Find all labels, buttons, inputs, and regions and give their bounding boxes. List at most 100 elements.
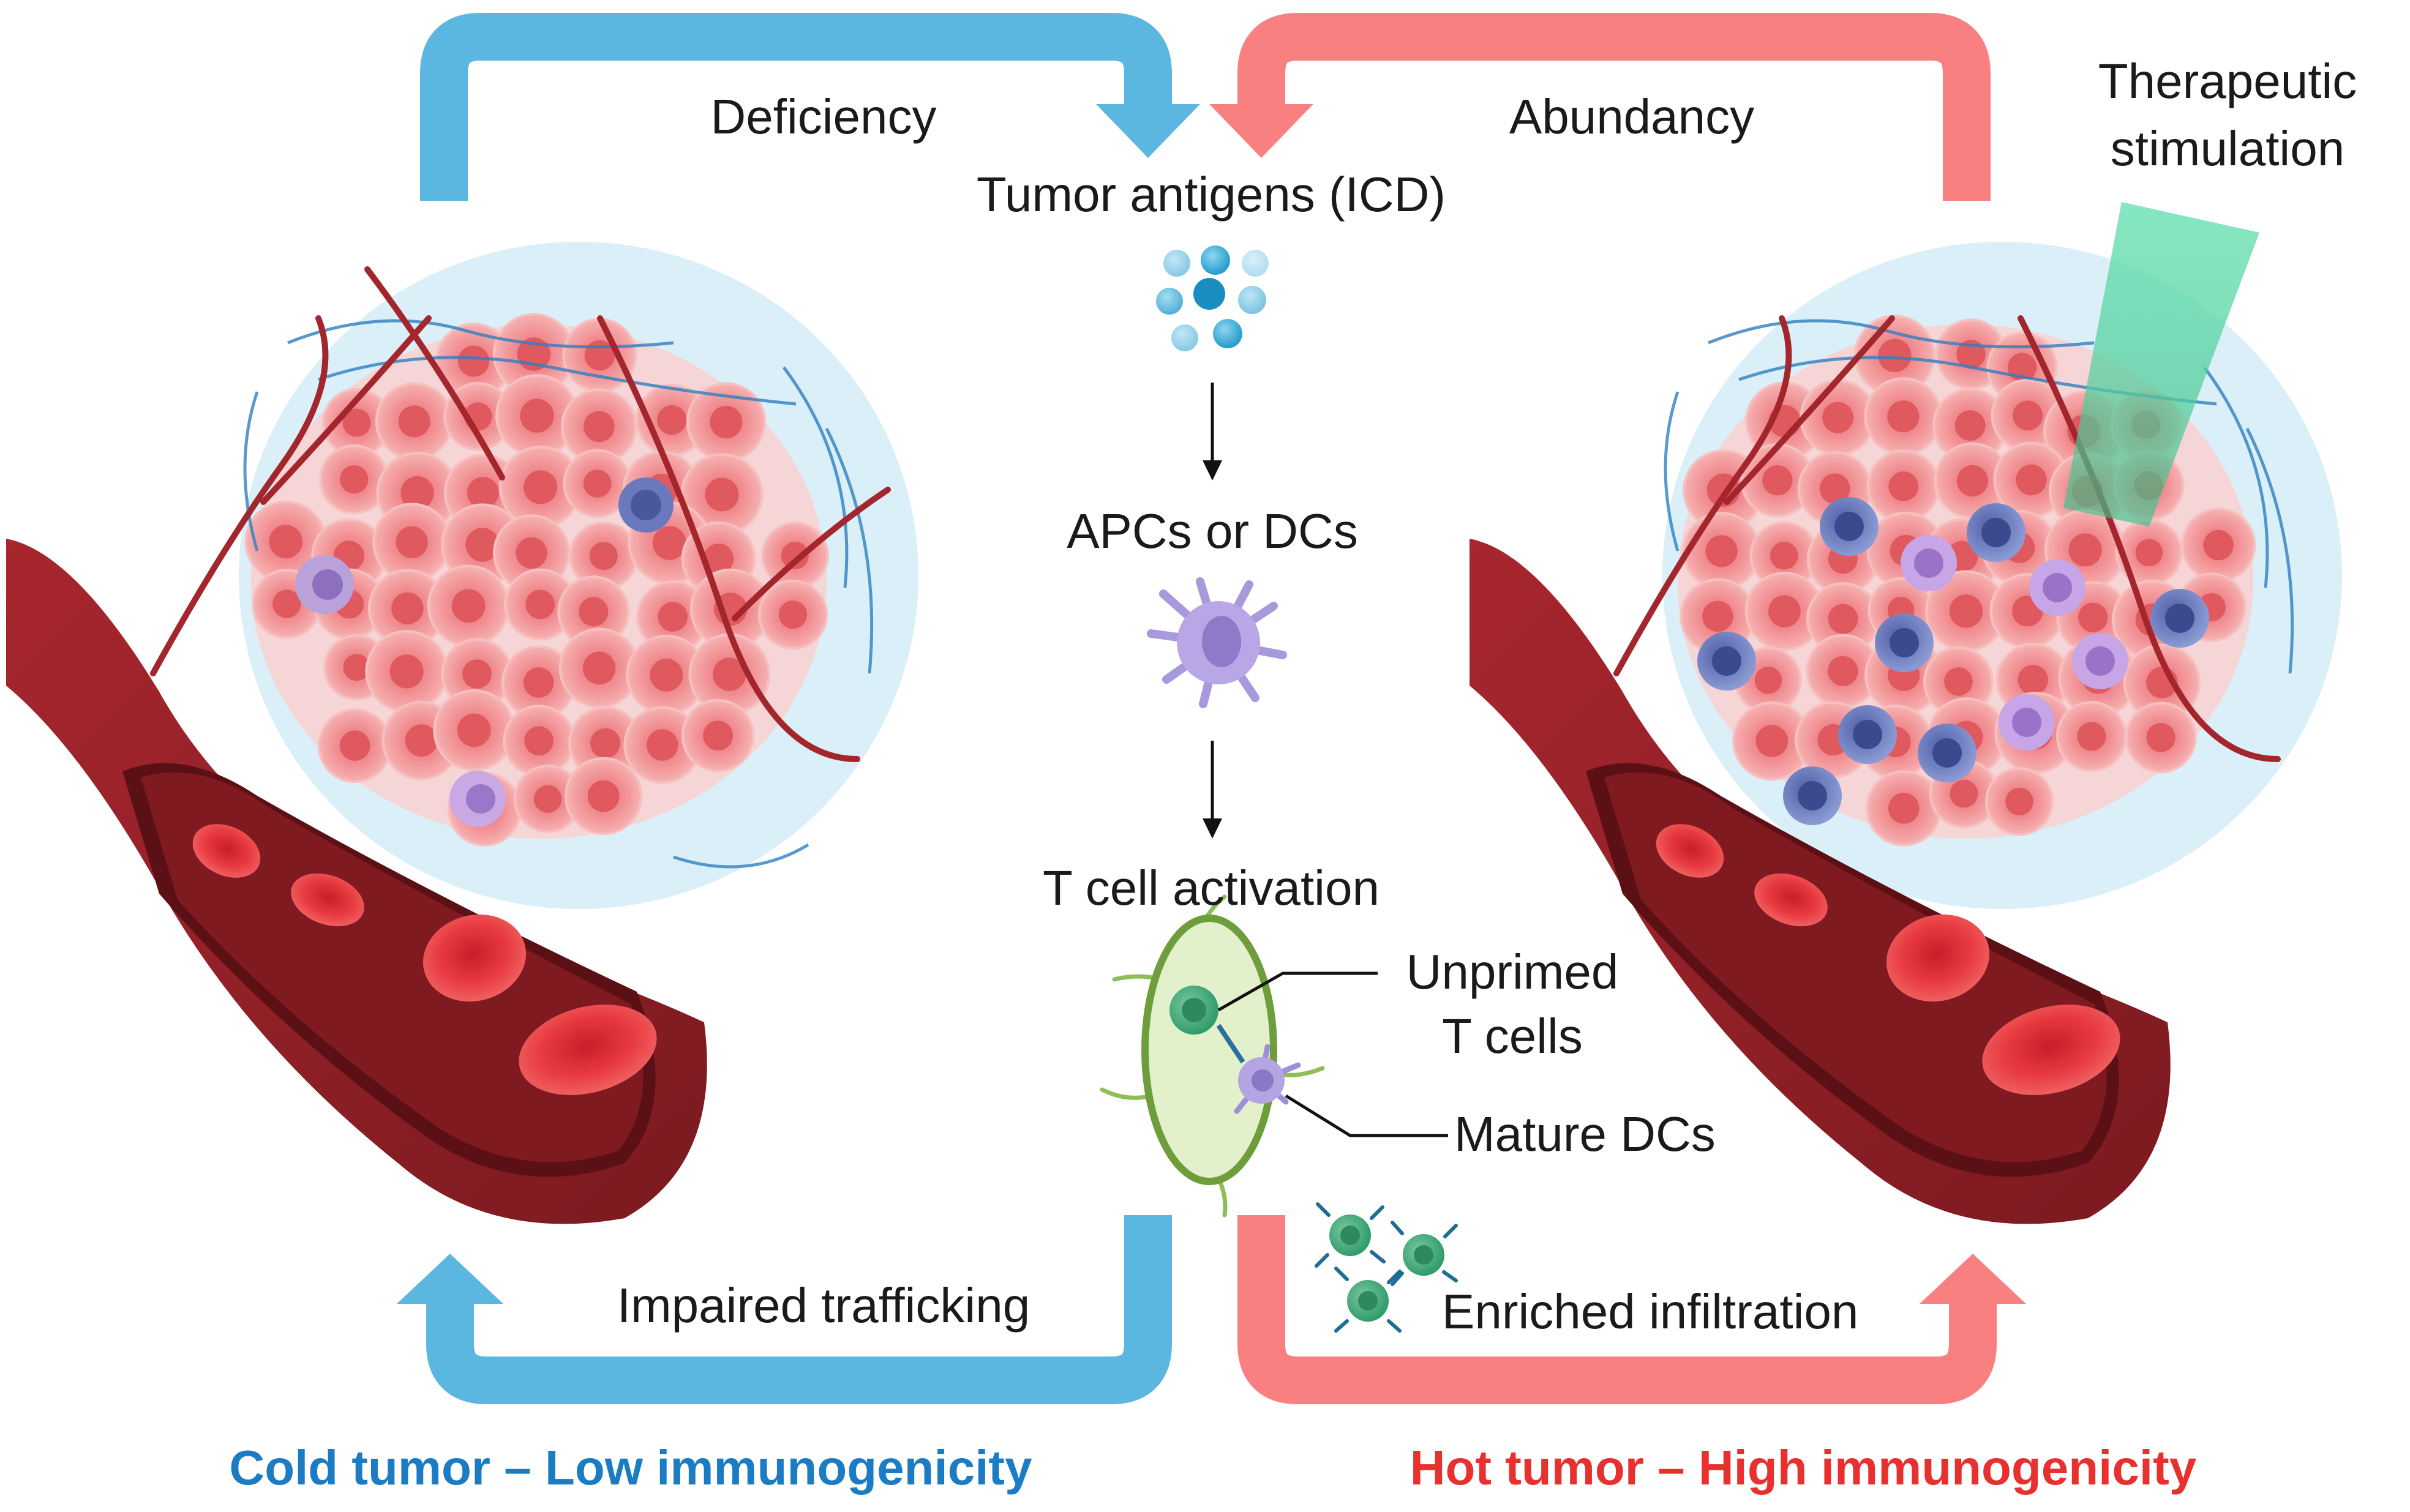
tumor-cell-nucleus xyxy=(1944,667,1973,696)
tumor-cell-nucleus xyxy=(587,780,620,812)
tumor-cell-nucleus xyxy=(2013,400,2043,431)
tumor-cell-nucleus xyxy=(657,405,687,435)
abundancy-arrow xyxy=(1209,13,1991,201)
tumor-cell-nucleus xyxy=(389,654,424,689)
tumor-cell-nucleus xyxy=(582,651,616,685)
immune-cell-nucleus xyxy=(1890,628,1919,657)
immune-cell-nucleus xyxy=(1981,518,2011,547)
enriched-infiltration-label: Enriched infiltration xyxy=(1442,1284,1858,1339)
immune-cell-nucleus xyxy=(1798,781,1827,810)
tumor-cell-nucleus xyxy=(584,411,615,443)
tumor-cell-nucleus xyxy=(1887,400,1920,433)
tumor-cell-nucleus xyxy=(467,477,499,509)
tumor-cell-nucleus xyxy=(2146,723,2175,752)
tumor-cell-nucleus xyxy=(524,470,558,504)
tumor-cell-nucleus xyxy=(520,399,554,433)
tumor-cell-nucleus xyxy=(778,601,808,629)
tumor-cell-nucleus xyxy=(579,597,609,627)
abundancy-label: Abundancy xyxy=(1509,89,1754,144)
tumor-cell-nucleus xyxy=(525,589,555,619)
tumor-cell-nucleus xyxy=(647,729,678,761)
lymph-node-icon xyxy=(1100,894,1325,1218)
tumor-cell-nucleus xyxy=(703,544,734,574)
down-arrow-2 xyxy=(1203,741,1222,839)
tumor-cell-nucleus xyxy=(534,785,562,813)
tumor-cell-nucleus xyxy=(658,602,688,632)
tumor-cell-nucleus xyxy=(342,408,371,437)
tumor-cell-nucleus xyxy=(1702,601,1733,632)
tumor-cell-nucleus xyxy=(1888,471,1918,501)
tumor-cell-nucleus xyxy=(343,654,370,681)
tumor-cell-nucleus xyxy=(1878,339,1912,372)
tumor-cell-nucleus xyxy=(1954,410,1986,441)
tumor-cell-nucleus xyxy=(524,667,554,698)
tumor-cell-nucleus xyxy=(590,728,620,758)
blood-vessel xyxy=(1470,539,2171,1224)
tumor-cell-nucleus xyxy=(1754,667,1782,694)
tumor-cell-nucleus xyxy=(583,470,612,498)
tumor-cell-nucleus xyxy=(405,724,438,757)
apcs-label: APCs or DCs xyxy=(1067,504,1358,558)
tumor-cell-nucleus xyxy=(458,345,490,377)
immune-cell-nucleus xyxy=(2012,708,2041,737)
therapeutic-label-line1: Therapeutic xyxy=(2098,54,2357,108)
impaired-trafficking-label: Impaired trafficking xyxy=(617,1278,1030,1333)
cold-tumor-title: Cold tumor – Low immunogenicity xyxy=(229,1440,1032,1495)
tumor-cell-nucleus xyxy=(396,526,428,558)
tumor-cell-nucleus xyxy=(2005,787,2033,816)
tumor-cell-nucleus xyxy=(516,537,547,569)
cold-tumor-illustration xyxy=(6,242,918,1224)
mature-dcs-label: Mature DCs xyxy=(1454,1107,1716,1161)
tumor-cell-nucleus xyxy=(2203,530,2234,561)
tumor-cell-nucleus xyxy=(524,726,554,755)
immune-cell-nucleus xyxy=(1853,720,1882,749)
tumor-cell-nucleus xyxy=(1755,725,1789,757)
immune-cell-nucleus xyxy=(1932,738,1962,768)
tumor-cell-nucleus xyxy=(1705,535,1738,567)
tumor-cell-nucleus xyxy=(2078,602,2108,632)
tumor-cell-nucleus xyxy=(465,528,500,562)
tumor-cell-nucleus xyxy=(2018,665,2048,695)
blood-vessel xyxy=(6,539,707,1224)
therapeutic-beam xyxy=(2063,202,2259,526)
tumor-cell-nucleus xyxy=(589,542,618,571)
immune-cell-nucleus xyxy=(1712,646,1741,676)
therapeutic-label-line2: stimulation xyxy=(2111,121,2344,176)
tumor-cell-nucleus xyxy=(272,589,301,618)
tumor-cell-nucleus xyxy=(1828,604,1858,634)
tumor-cell-nucleus xyxy=(1768,595,1801,627)
leader-mature-dcs xyxy=(1285,1094,1448,1137)
t-cell-activation-label: T cell activation xyxy=(1043,861,1380,915)
immune-cell-nucleus xyxy=(1834,512,1864,541)
tumor-cell-nucleus xyxy=(391,592,424,624)
tumor-cell-nucleus xyxy=(1762,465,1793,496)
tumor-cell-nucleus xyxy=(1822,402,1854,433)
apc-cell xyxy=(295,555,506,827)
immune-cell-nucleus xyxy=(2165,604,2194,633)
tumor-cell-nucleus xyxy=(269,525,303,559)
t-cell xyxy=(618,477,674,533)
down-arrow-1 xyxy=(1203,383,1222,481)
tumor-cell-nucleus xyxy=(1770,541,1798,570)
tumor-cell-nucleus xyxy=(703,720,733,750)
apc-dc-icon xyxy=(1147,577,1287,708)
tumor-cell-nucleus xyxy=(650,658,683,692)
tumor-cell-nucleus xyxy=(398,405,430,438)
capillaries xyxy=(150,266,891,762)
enriched-infiltration-arrow xyxy=(1237,1215,2026,1404)
hot-tumor-title: Hot tumor – High immunogenicity xyxy=(1410,1440,2197,1495)
unprimed-label-line1: Unprimed xyxy=(1406,945,1619,999)
tumor-cell-nucleus xyxy=(2077,722,2106,751)
tumor-cell-nucleus xyxy=(451,589,486,623)
impaired-trafficking-arrow xyxy=(397,1215,1172,1404)
tumor-antigens-label: Tumor antigens (ICD) xyxy=(977,167,1446,222)
unprimed-label-line2: T cells xyxy=(1442,1009,1583,1063)
tumor-cell-nucleus xyxy=(1888,793,1920,824)
tumor-cell-nucleus xyxy=(2016,464,2047,496)
tumor-cell-nucleus xyxy=(1950,779,1978,808)
tumor-cell-nucleus xyxy=(1956,465,1988,497)
deficiency-arrow xyxy=(420,13,1200,201)
tumor-cell-nucleus xyxy=(652,526,686,560)
tumor-cell-nucleus xyxy=(457,713,491,747)
